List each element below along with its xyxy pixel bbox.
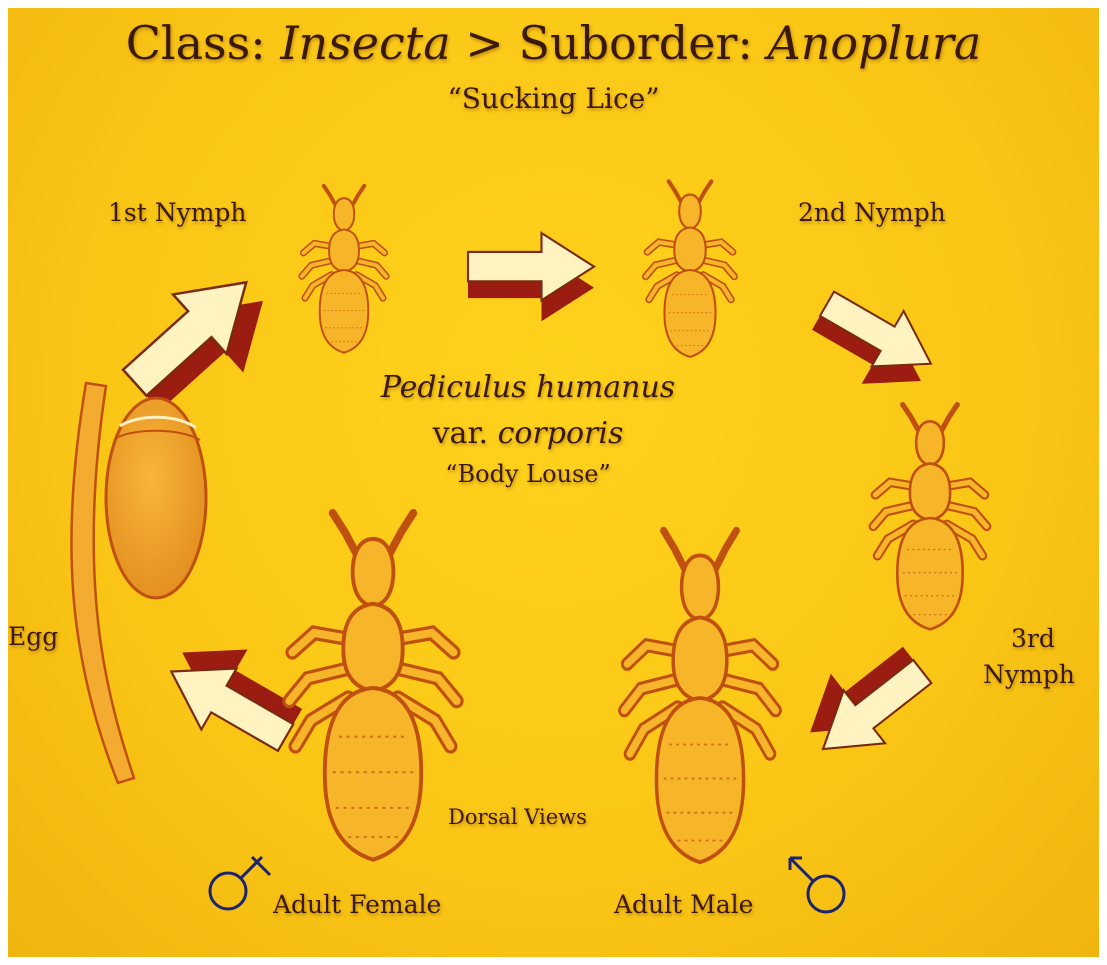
page-title: Class: Insecta > Suborder: Anoplura <box>8 16 1099 70</box>
title-separator: > Suborder: <box>451 16 768 70</box>
adult-female-louse <box>289 513 456 860</box>
diagram-canvas: Class: Insecta > Suborder: Anoplura “Suc… <box>8 8 1099 957</box>
arrow-egg-to-nymph1 <box>108 253 290 431</box>
label-dorsal-views: Dorsal Views <box>448 805 587 829</box>
species-name: Pediculus humanus <box>308 370 748 405</box>
male-symbol <box>790 858 844 912</box>
nymph3-louse <box>873 405 986 630</box>
page-subtitle: “Sucking Lice” <box>8 82 1099 115</box>
adult-male-louse <box>624 531 775 863</box>
label-adult-female: Adult Female <box>273 890 441 919</box>
species-name-text: Pediculus humanus <box>381 370 675 405</box>
arrow-nymph2-to-nymph3 <box>801 276 947 409</box>
nymph1-louse <box>302 186 386 353</box>
female-symbol <box>210 857 270 909</box>
variety-value: corporis <box>498 416 624 451</box>
label-nymph3-line1: 3rd <box>1011 624 1055 653</box>
common-name: “Body Louse” <box>308 460 748 488</box>
label-egg: Egg <box>8 622 58 651</box>
label-nymph1: 1st Nymph <box>108 198 247 227</box>
arrow-nymph3-to-male <box>789 628 943 775</box>
label-adult-male: Adult Male <box>614 890 753 919</box>
title-prefix: Class: <box>126 16 281 70</box>
title-suborder-name: Anoplura <box>768 16 982 70</box>
arrow-nymph1-to-nymph2 <box>468 233 594 321</box>
nymph2-louse <box>646 181 735 356</box>
label-nymph2: 2nd Nymph <box>798 198 946 227</box>
variety-name: var. corporis <box>308 416 748 451</box>
label-nymph3-line2: Nymph <box>983 660 1075 689</box>
variety-prefix: var. <box>433 416 498 451</box>
title-class-name: Insecta <box>280 16 450 70</box>
egg-illustration <box>71 383 206 783</box>
